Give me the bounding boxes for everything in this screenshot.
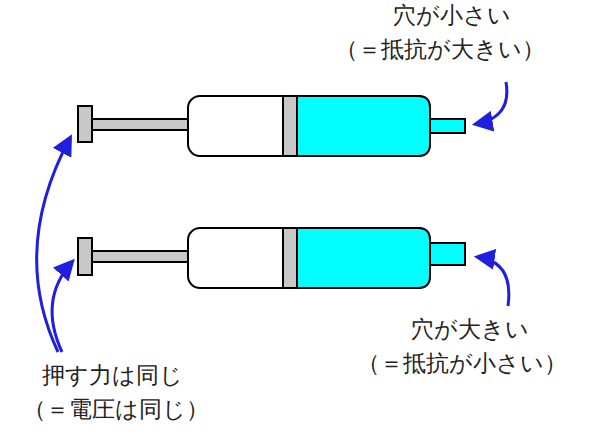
barrel [188,228,430,288]
leader-arrow [52,262,72,352]
annotation-label: 押す力は同じ [42,362,183,390]
annotation-label: （＝電圧は同じ） [23,396,209,424]
plunger-cap [78,106,92,142]
nozzle-small [430,119,465,133]
syringe-large-hole [78,228,465,288]
annotation-label: （＝抵抗が小さい） [357,350,567,378]
liquid [297,228,430,288]
plunger-head [283,96,297,156]
nozzle-large [430,243,465,265]
annotation-label: （＝抵抗が大きい） [335,36,545,64]
annotation-label: 穴が小さい [393,2,511,30]
leader-arrow [476,82,507,124]
plunger-head [283,228,297,288]
plunger-cap [78,238,92,275]
syringe-small-hole [78,96,465,156]
liquid [297,96,430,156]
leader-arrow [478,257,509,306]
annotation-label: 穴が大きい [411,316,529,344]
barrel [188,96,430,156]
